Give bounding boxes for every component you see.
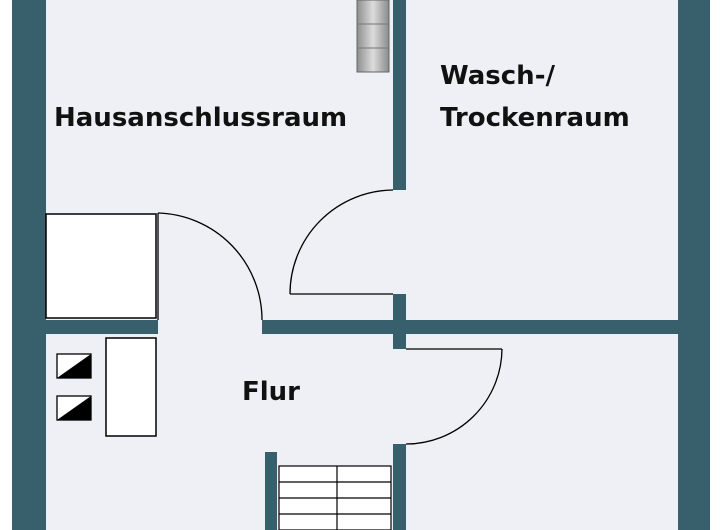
door-swing-lower-right-icon: [405, 348, 503, 445]
door-opening-utility-hall: [158, 318, 262, 336]
hall-cabinet-icon: [105, 337, 157, 437]
boiler-appliance-icon: [45, 213, 157, 319]
door-opening-laundry: [391, 190, 408, 294]
room-label-laundry-line1: Wasch-/: [440, 61, 555, 91]
staircase-icon: [278, 465, 392, 530]
room-label-hallway: Flur: [242, 377, 300, 407]
door-swing-utility-icon: [157, 212, 263, 321]
floor-lower-right-room: [406, 334, 678, 530]
pipe-riser-icon: [356, 0, 390, 73]
door-opening-lower-right: [391, 349, 408, 444]
door-swing-laundry-icon: [289, 189, 394, 295]
electric-meter-icon: [56, 353, 92, 421]
room-label-laundry-line2: Trockenraum: [440, 103, 630, 133]
wall-stub-stair: [265, 452, 277, 530]
floor-laundry-room: [406, 0, 678, 320]
room-label-utility: Hausanschlussraum: [54, 103, 347, 133]
wall-stub-stair-right: [393, 444, 406, 530]
